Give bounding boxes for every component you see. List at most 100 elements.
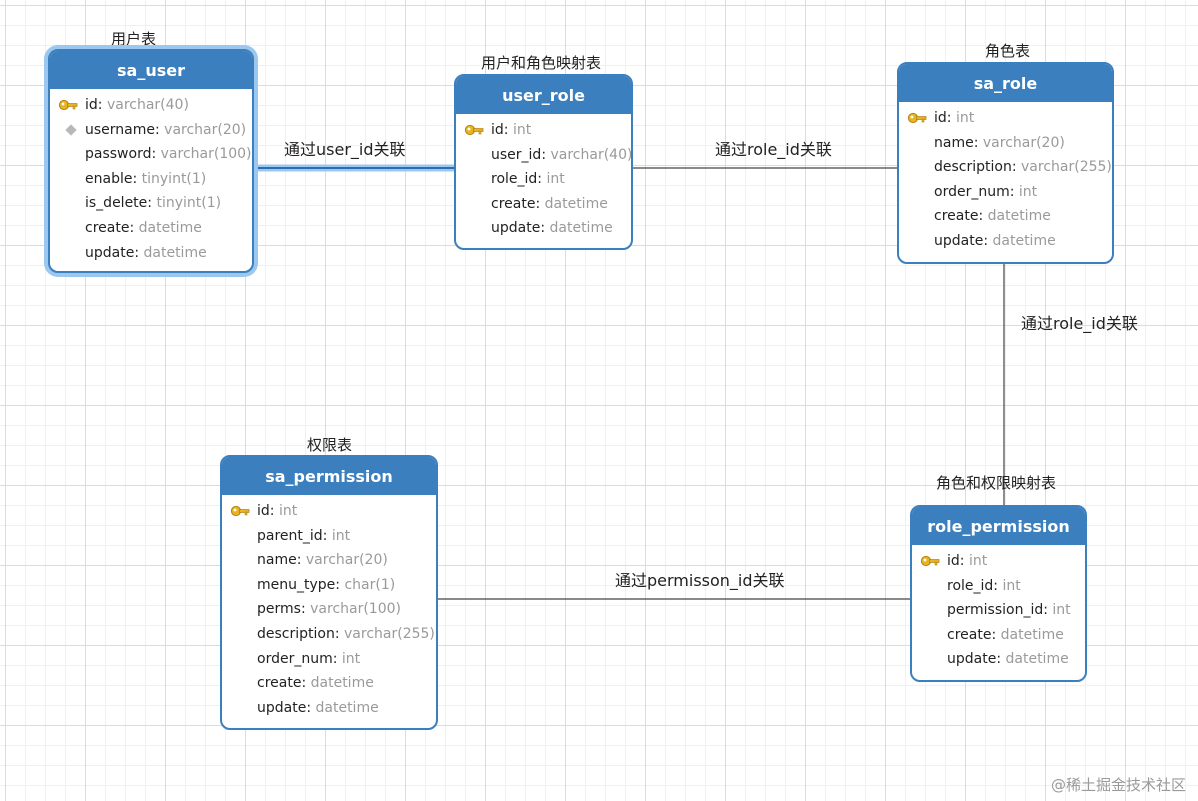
field-name: create: [85, 219, 130, 236]
field-row[interactable]: update: datetime: [50, 241, 252, 266]
field-name: id: [85, 97, 98, 113]
field-type: int: [512, 122, 532, 138]
field-name: role_id: [947, 577, 994, 594]
field-name: is_delete: [85, 195, 148, 212]
field-type: varchar(255): [344, 625, 435, 642]
field-row[interactable]: id: int: [456, 118, 631, 143]
field-row[interactable]: id: int: [222, 499, 436, 524]
field-row[interactable]: order_num: int: [899, 180, 1112, 205]
primary-key-icon: [230, 503, 250, 519]
caption-sa-user: 用户表: [111, 30, 157, 48]
field-separator: :: [991, 626, 1001, 643]
entity-title[interactable]: sa_user: [50, 51, 252, 89]
field-separator: :: [129, 219, 139, 236]
field-type: datetime: [987, 208, 1051, 225]
field-name: description: [257, 625, 335, 642]
field-row[interactable]: create: datetime: [222, 671, 436, 696]
field-name: id: [491, 122, 504, 138]
field-type: datetime: [549, 220, 613, 237]
entity-title[interactable]: sa_permission: [222, 457, 436, 495]
field-row[interactable]: update: datetime: [456, 216, 631, 241]
entity-sa-user[interactable]: sa_user id: varchar(40)username: varchar…: [48, 49, 254, 273]
field-row[interactable]: user_id: varchar(40): [456, 143, 631, 168]
field-separator: :: [1011, 159, 1022, 176]
field-separator: :: [334, 625, 345, 642]
field-separator: :: [269, 503, 279, 519]
field-row[interactable]: order_num: int: [222, 647, 436, 672]
field-name: name: [934, 134, 974, 151]
field-type: datetime: [992, 232, 1056, 249]
field-type: int: [278, 503, 298, 519]
field-separator: :: [322, 527, 332, 544]
field-row[interactable]: id: int: [912, 549, 1085, 574]
field-separator: :: [306, 699, 316, 716]
field-name: update: [491, 220, 541, 237]
field-separator: :: [151, 146, 161, 163]
field-type: varchar(20): [305, 552, 388, 569]
field-row[interactable]: create: datetime: [899, 204, 1112, 229]
field-type: datetime: [544, 195, 608, 212]
field-row[interactable]: id: int: [899, 106, 1112, 131]
field-name: user_id: [491, 146, 542, 163]
field-name: create: [934, 208, 979, 225]
entity-title[interactable]: sa_role: [899, 64, 1112, 102]
field-type: datetime: [138, 219, 202, 236]
field-type: varchar(40): [106, 97, 189, 113]
field-type: datetime: [1000, 626, 1064, 643]
field-type: datetime: [310, 675, 374, 692]
primary-key-icon: [464, 122, 484, 138]
field-row[interactable]: role_id: int: [456, 167, 631, 192]
field-type: char(1): [344, 576, 396, 593]
field-row[interactable]: name: varchar(20): [899, 131, 1112, 156]
field-row[interactable]: update: datetime: [912, 647, 1085, 672]
field-name: name: [257, 552, 297, 569]
field-separator: :: [134, 244, 144, 261]
field-separator: :: [503, 122, 513, 138]
field-type: tinyint(1): [156, 195, 222, 212]
field-row[interactable]: password: varchar(100): [50, 142, 252, 167]
field-row[interactable]: menu_type: char(1): [222, 573, 436, 598]
field-row[interactable]: create: datetime: [50, 216, 252, 241]
field-name: perms: [257, 601, 301, 618]
field-row[interactable]: description: varchar(255): [222, 622, 436, 647]
caption-sa-permission: 权限表: [307, 436, 353, 454]
field-row[interactable]: create: datetime: [456, 192, 631, 217]
field-type: varchar(20): [164, 121, 247, 138]
entity-title[interactable]: role_permission: [912, 507, 1085, 545]
field-row[interactable]: enable: tinyint(1): [50, 167, 252, 192]
field-type: varchar(100): [160, 146, 252, 163]
relation-label-userrole-role: 通过role_id关联: [715, 140, 832, 159]
field-separator: :: [1043, 602, 1053, 619]
field-row[interactable]: perms: varchar(100): [222, 597, 436, 622]
field-row[interactable]: create: datetime: [912, 623, 1085, 648]
field-row[interactable]: update: datetime: [222, 696, 436, 721]
field-separator: :: [993, 577, 1003, 594]
caption-role-permission: 角色和权限映射表: [936, 474, 1057, 492]
field-type: int: [1002, 577, 1021, 594]
field-row[interactable]: role_id: int: [912, 574, 1085, 599]
field-row[interactable]: is_delete: tinyint(1): [50, 191, 252, 216]
field-row[interactable]: parent_id: int: [222, 524, 436, 549]
field-name: update: [85, 244, 135, 261]
entity-title[interactable]: user_role: [456, 76, 631, 114]
field-separator: :: [973, 134, 983, 151]
field-row[interactable]: username: varchar(20): [50, 118, 252, 143]
field-name: order_num: [934, 183, 1010, 200]
field-name: id: [934, 110, 947, 126]
field-name: password: [85, 146, 152, 163]
field-row[interactable]: name: varchar(20): [222, 548, 436, 573]
field-row[interactable]: update: datetime: [899, 229, 1112, 254]
field-row[interactable]: description: varchar(255): [899, 155, 1112, 180]
field-row[interactable]: permission_id: int: [912, 598, 1085, 623]
field-row[interactable]: id: varchar(40): [50, 93, 252, 118]
field-type: int: [341, 650, 361, 667]
field-separator: :: [132, 170, 142, 187]
watermark: @稀土掘金技术社区: [1050, 776, 1186, 794]
field-name: username: [85, 121, 155, 138]
field-separator: :: [300, 601, 311, 618]
field-type: varchar(255): [1021, 159, 1112, 176]
